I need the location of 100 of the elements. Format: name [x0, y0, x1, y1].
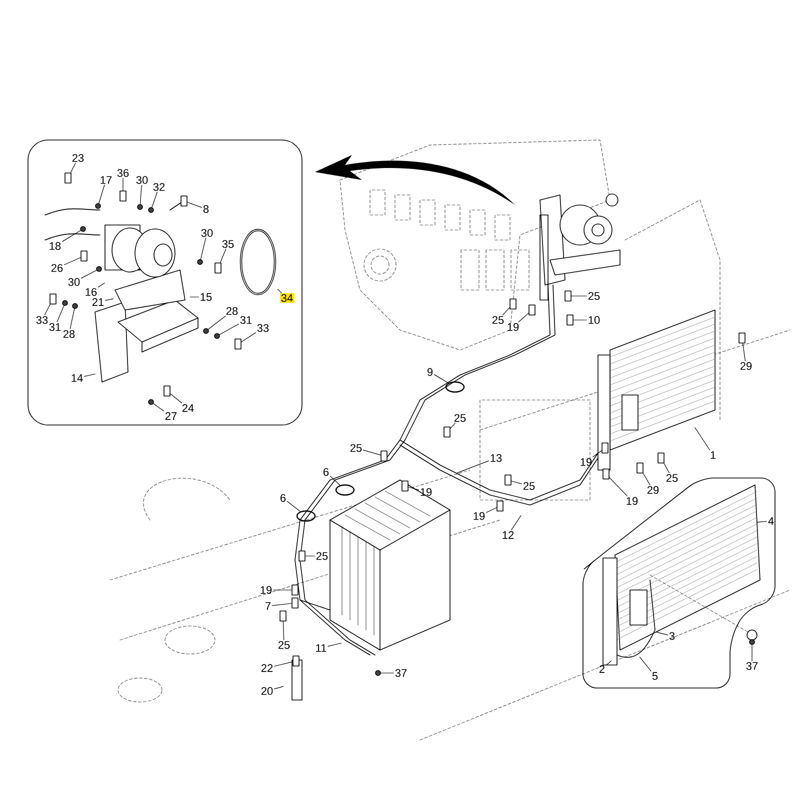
bolt-icon — [292, 584, 298, 596]
leader-line — [592, 450, 602, 458]
callout-number: 23 — [72, 154, 84, 162]
callout-number: 25 — [588, 292, 600, 300]
callout-number: 19 — [508, 323, 519, 331]
callout-number: 28 — [63, 330, 75, 338]
callout-number: 19 — [420, 488, 432, 496]
callout-number: 6 — [324, 468, 329, 476]
callout-number: 11 — [316, 644, 326, 652]
leader-line — [187, 202, 202, 208]
leader-line — [153, 403, 164, 412]
callout-number: 5 — [652, 672, 658, 680]
bolt-icon — [658, 452, 664, 464]
leader-line — [486, 507, 497, 513]
leader-line — [105, 298, 114, 301]
callout-number: 7 — [266, 602, 271, 610]
leader-line — [84, 374, 96, 377]
leader-line — [152, 192, 158, 208]
washer-icon — [148, 207, 154, 213]
bolt-icon — [444, 426, 450, 438]
bolt-icon — [120, 190, 126, 202]
washer-icon — [80, 226, 86, 232]
bolt-icon — [234, 338, 242, 350]
clamp-icon — [445, 381, 465, 393]
bolt-icon — [602, 442, 608, 454]
washer-icon — [197, 259, 203, 265]
bolt-icon — [636, 462, 644, 474]
bolt-icon — [602, 468, 610, 480]
callout-number: 37 — [395, 669, 407, 677]
washer-icon — [137, 204, 143, 210]
leader-line — [274, 686, 284, 690]
bolt-icon — [402, 480, 408, 492]
bolt-icon — [510, 298, 516, 310]
callout-number: 14 — [72, 374, 83, 382]
callout-number: 19 — [626, 497, 638, 505]
bolt-icon — [496, 500, 504, 512]
leader-line — [363, 450, 381, 456]
callout-number: 37 — [746, 662, 758, 670]
bolt-icon — [164, 386, 170, 396]
washer-icon — [62, 300, 68, 306]
leader-line — [274, 662, 293, 667]
leader-line — [98, 282, 105, 288]
callout-number: 29 — [740, 362, 752, 370]
callout-number: 30 — [201, 229, 213, 237]
leader-line — [694, 427, 710, 450]
callout-number: 31 — [49, 323, 61, 331]
washer-icon — [375, 670, 381, 676]
bolt-icon — [292, 656, 300, 666]
leader-line — [328, 642, 342, 647]
washer-icon — [95, 203, 101, 209]
leader-line — [742, 343, 746, 362]
leader-line — [511, 515, 522, 530]
leader-line — [282, 621, 284, 640]
leader-line — [408, 486, 419, 490]
callout-number: 2 — [600, 665, 605, 673]
clamp-icon — [296, 510, 316, 522]
callout-number: 17 — [100, 176, 112, 184]
bolt-icon — [80, 250, 88, 262]
callout-number: 35 — [222, 240, 234, 248]
callout-number: 26 — [51, 264, 63, 272]
leader-line — [380, 672, 394, 674]
callout-number: 18 — [50, 242, 61, 250]
washer-icon — [214, 333, 220, 339]
callout-number: 27 — [165, 412, 177, 420]
leader-line — [56, 305, 64, 322]
callout-number: 25 — [492, 316, 504, 324]
callout-number: 8 — [203, 205, 209, 213]
bolt-icon — [280, 610, 286, 622]
leader-line — [170, 393, 182, 404]
bolt-icon — [566, 314, 574, 326]
leader-line — [70, 308, 75, 330]
bolt-icon — [214, 262, 222, 274]
leader-line — [518, 312, 529, 322]
callout-number: 25 — [278, 641, 290, 649]
bolt-icon — [564, 290, 572, 302]
callout-number: 28 — [226, 307, 238, 315]
callout-number: 19 — [260, 586, 272, 594]
callout-number: 20 — [261, 687, 273, 695]
leader-line — [450, 422, 456, 429]
callout-number: 6 — [280, 494, 286, 502]
callout-number: 25 — [316, 552, 328, 560]
leader-line — [330, 476, 340, 486]
callout-number: 25 — [666, 474, 678, 482]
leader-line — [208, 316, 226, 330]
bolt-icon — [64, 172, 72, 184]
callout-number: 12 — [502, 531, 514, 539]
leader-line — [277, 288, 282, 294]
leader-line — [190, 296, 199, 298]
leader-line — [434, 374, 449, 384]
callout-number: 31 — [240, 316, 252, 324]
leader-line — [98, 184, 105, 204]
leader-line — [219, 324, 239, 335]
callout-number: 32 — [153, 183, 165, 191]
callout-number: 15 — [200, 293, 212, 301]
leader-line — [457, 460, 489, 474]
leader-line — [272, 603, 292, 606]
bolt-icon — [504, 474, 512, 486]
callout-number: 33 — [257, 324, 269, 332]
callout-number: 4 — [768, 517, 774, 525]
leader-line — [44, 304, 50, 316]
